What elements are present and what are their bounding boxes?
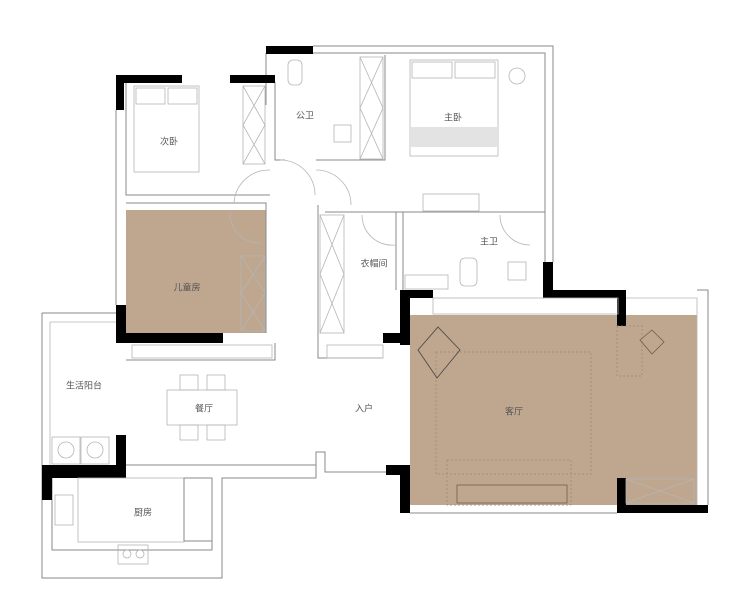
door-swings bbox=[229, 159, 531, 246]
room-label-public-bath: 公卫 bbox=[295, 111, 315, 122]
room-label-kids-room: 儿童房 bbox=[173, 283, 201, 294]
room-label-kitchen: 厨房 bbox=[133, 508, 153, 519]
room-label-living-room: 客厅 bbox=[504, 407, 524, 418]
room-label-dining: 餐厅 bbox=[194, 404, 214, 415]
room-label-master-bath: 主卫 bbox=[479, 237, 499, 248]
room-label-second-bedroom: 次卧 bbox=[159, 137, 179, 148]
kids-room-floor bbox=[126, 210, 266, 333]
living-room-floor bbox=[410, 315, 697, 505]
room-label-utility-balcony: 生活阳台 bbox=[65, 381, 103, 392]
room-label-walk-in-closet: 衣帽间 bbox=[360, 259, 388, 270]
wall-outlines bbox=[41, 45, 709, 579]
room-label-entrance: 入户 bbox=[354, 404, 374, 415]
structural-walls bbox=[42, 46, 708, 513]
furniture bbox=[51, 56, 695, 565]
room-label-master-bedroom: 主卧 bbox=[443, 113, 463, 124]
